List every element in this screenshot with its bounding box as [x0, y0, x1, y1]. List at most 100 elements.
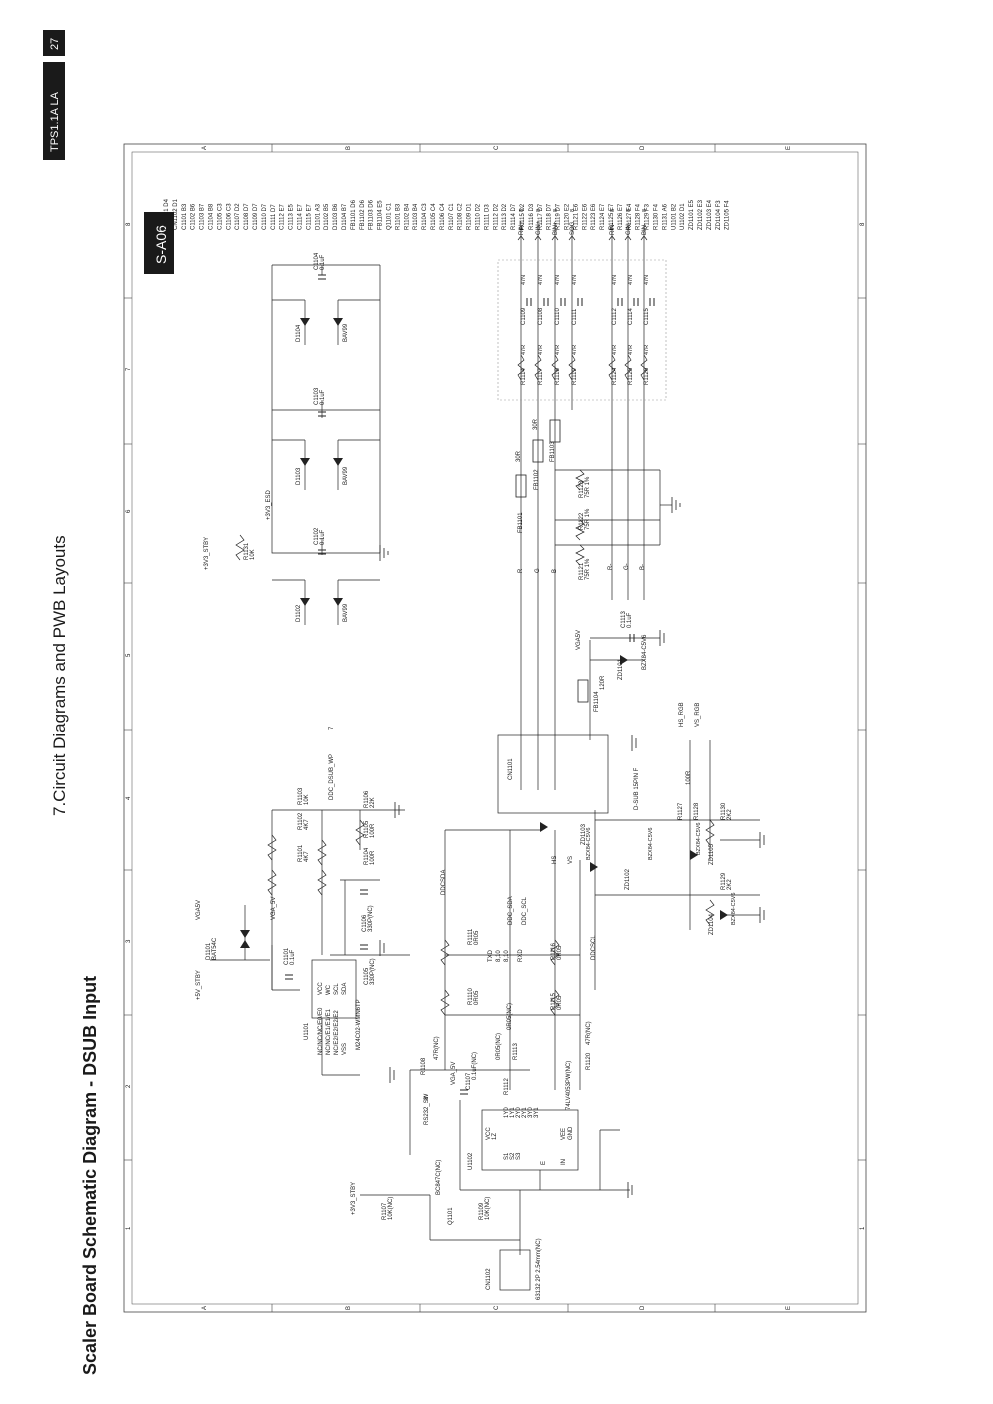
- label-r1101: R1101: [298, 844, 304, 862]
- label-bav99-a: BAV99: [343, 323, 349, 342]
- label-pin-vss: VSS: [342, 1043, 348, 1055]
- chapter-title: 7.Circuit Diagrams and PWB Layouts: [50, 535, 69, 816]
- label-r1113: R1113: [513, 1043, 519, 1060]
- label-r1104: R1104: [364, 847, 370, 865]
- output-signal-label: SOG: [570, 221, 576, 235]
- label-pin-nc2: NC/NC/E1/E1/E1: [326, 1008, 332, 1055]
- label-u1102-gnd: GND: [568, 1126, 574, 1140]
- label-rs232-num: 8: [424, 1096, 430, 1100]
- label-r1107: R1107: [382, 1202, 388, 1220]
- label-ddc-wp-num: 7: [329, 726, 335, 730]
- parts-index-entry: C1105 C3: [217, 203, 223, 230]
- output-signal-label: BIN-: [642, 223, 648, 235]
- label-u1102-s3: S3: [516, 1152, 522, 1160]
- sheet-id: S-A06: [153, 225, 169, 264]
- parts-index-entry: R1131 A6: [662, 203, 668, 230]
- label-c1114: C1114: [628, 308, 634, 325]
- label-zd1103: ZD1103: [581, 823, 587, 845]
- label-pin-nc1: NC/NC/NC/E0/E0: [318, 1007, 324, 1055]
- label-net-g: G: [535, 568, 541, 573]
- output-number: 8: [626, 209, 632, 212]
- page-number-box: [43, 30, 65, 56]
- label-r1115: R1115: [551, 993, 557, 1010]
- label-r1115v: 0R05: [557, 995, 563, 1010]
- label-pin-wc: WC: [326, 984, 332, 995]
- label-zd1102: ZD1102: [625, 868, 631, 890]
- label-vs-rgb: VS_RGB: [695, 703, 701, 727]
- label-c1105v: 330P(NC): [370, 958, 376, 985]
- resistor-value-47r: 47R: [521, 345, 527, 355]
- label-net-r: R: [518, 568, 524, 573]
- parts-index-entry: U1101 B2: [671, 203, 677, 230]
- label-vga5v-b: VGA5V: [196, 900, 202, 920]
- label-c1103v: 0.1uF: [320, 389, 326, 405]
- parts-index-entry: FB1102 D6: [360, 199, 366, 230]
- label-d1102: D1102: [296, 604, 302, 622]
- zener-part-label: BZX84-C5V6: [731, 893, 737, 925]
- diode-symbols: [240, 318, 728, 948]
- output-number: 8: [570, 209, 576, 212]
- col-number: 8: [860, 222, 866, 226]
- label-r1121: R1121: [579, 562, 585, 580]
- label-c1108: C1108: [538, 307, 544, 325]
- label-r1126: R1126: [644, 367, 650, 385]
- label-pin-vcc: VCC: [318, 982, 324, 995]
- label-d1101v: BAT54C: [212, 937, 218, 960]
- label-zd1105: ZD1105: [709, 843, 715, 865]
- label-r1103: R1103: [298, 787, 304, 805]
- parts-index-entry: R1123 E6: [591, 203, 597, 230]
- parts-index-entry: R1109 D1: [467, 203, 473, 230]
- parts-index-entry: C1112 E7: [280, 204, 286, 230]
- output-signal-label: RIN-: [610, 223, 616, 235]
- label-vga5v: VGA5V: [576, 630, 582, 650]
- col-number: 6: [126, 509, 132, 513]
- row-letter: C: [494, 1305, 500, 1310]
- parts-index-entry: D1104 B7: [342, 203, 348, 230]
- parts-index-entry: R1102 B4: [404, 203, 410, 230]
- label-cn1102v: 63132 2P 2.54mm(NC): [536, 1238, 542, 1300]
- col-number: 7: [126, 367, 132, 371]
- label-u1101: U1101: [304, 1022, 310, 1040]
- parts-index-entry: R1107 C1: [449, 203, 455, 230]
- label-r1129v: 2K2: [727, 879, 733, 890]
- label-bneg: B-: [640, 564, 646, 570]
- parts-index-entry: Q1101 C1: [387, 202, 393, 230]
- label-vga-5v-b: VGA_5V: [451, 1062, 457, 1085]
- label-rs232: RS232_SW: [424, 1093, 430, 1125]
- parts-index-entry: C1107 D2: [235, 203, 241, 230]
- label-r1122v: 75R 1%: [585, 508, 591, 530]
- label-r1121v: 75R 1%: [585, 558, 591, 580]
- parts-index-entry: R1117 D7: [538, 203, 544, 230]
- parts-index-entry: R1105 C4: [431, 203, 437, 230]
- output-signal-label: BIN+: [553, 221, 559, 235]
- label-r1110v: 0R05: [474, 990, 480, 1005]
- label-u1102-2y1: 2Y1: [522, 1107, 528, 1118]
- output-number: 8: [536, 209, 542, 212]
- col-number: 3: [126, 939, 132, 943]
- label-fb1103: FB1103: [550, 441, 556, 462]
- resistor-value-47r: 47R: [628, 345, 634, 355]
- parts-index-entry: R1106 C4: [440, 203, 446, 230]
- label-r1123v: 75R 1%: [585, 476, 591, 498]
- frame-ticks: [124, 144, 866, 1312]
- label-fb1102: FB1102: [534, 469, 540, 490]
- parts-index-entry: R1110 D2: [476, 203, 482, 230]
- label-fb1104: FB1104: [594, 691, 600, 712]
- label-r1125: R1125: [628, 367, 634, 385]
- parts-index-entry: CN1101 D4: [164, 198, 170, 230]
- label-pin-sda: SDA: [342, 983, 348, 995]
- label-r1105: R1105: [364, 820, 370, 838]
- label-r1114: R1114: [521, 368, 527, 385]
- label-c1111: C1111: [572, 308, 578, 325]
- resistor-symbols: [235, 354, 715, 1016]
- label-stby33-b: +3V3_STBY: [351, 1182, 357, 1215]
- parts-index-entry: R1104 C3: [422, 203, 428, 230]
- row-letter: A: [202, 146, 208, 150]
- label-c1104v: 0.1uF: [320, 254, 326, 270]
- label-r1113v: 0R05(NC): [507, 1003, 513, 1030]
- resistor-value-47r: 47R: [612, 345, 618, 355]
- ferrite-beads: [515, 419, 589, 703]
- label-txd-num: 8,10: [496, 950, 502, 962]
